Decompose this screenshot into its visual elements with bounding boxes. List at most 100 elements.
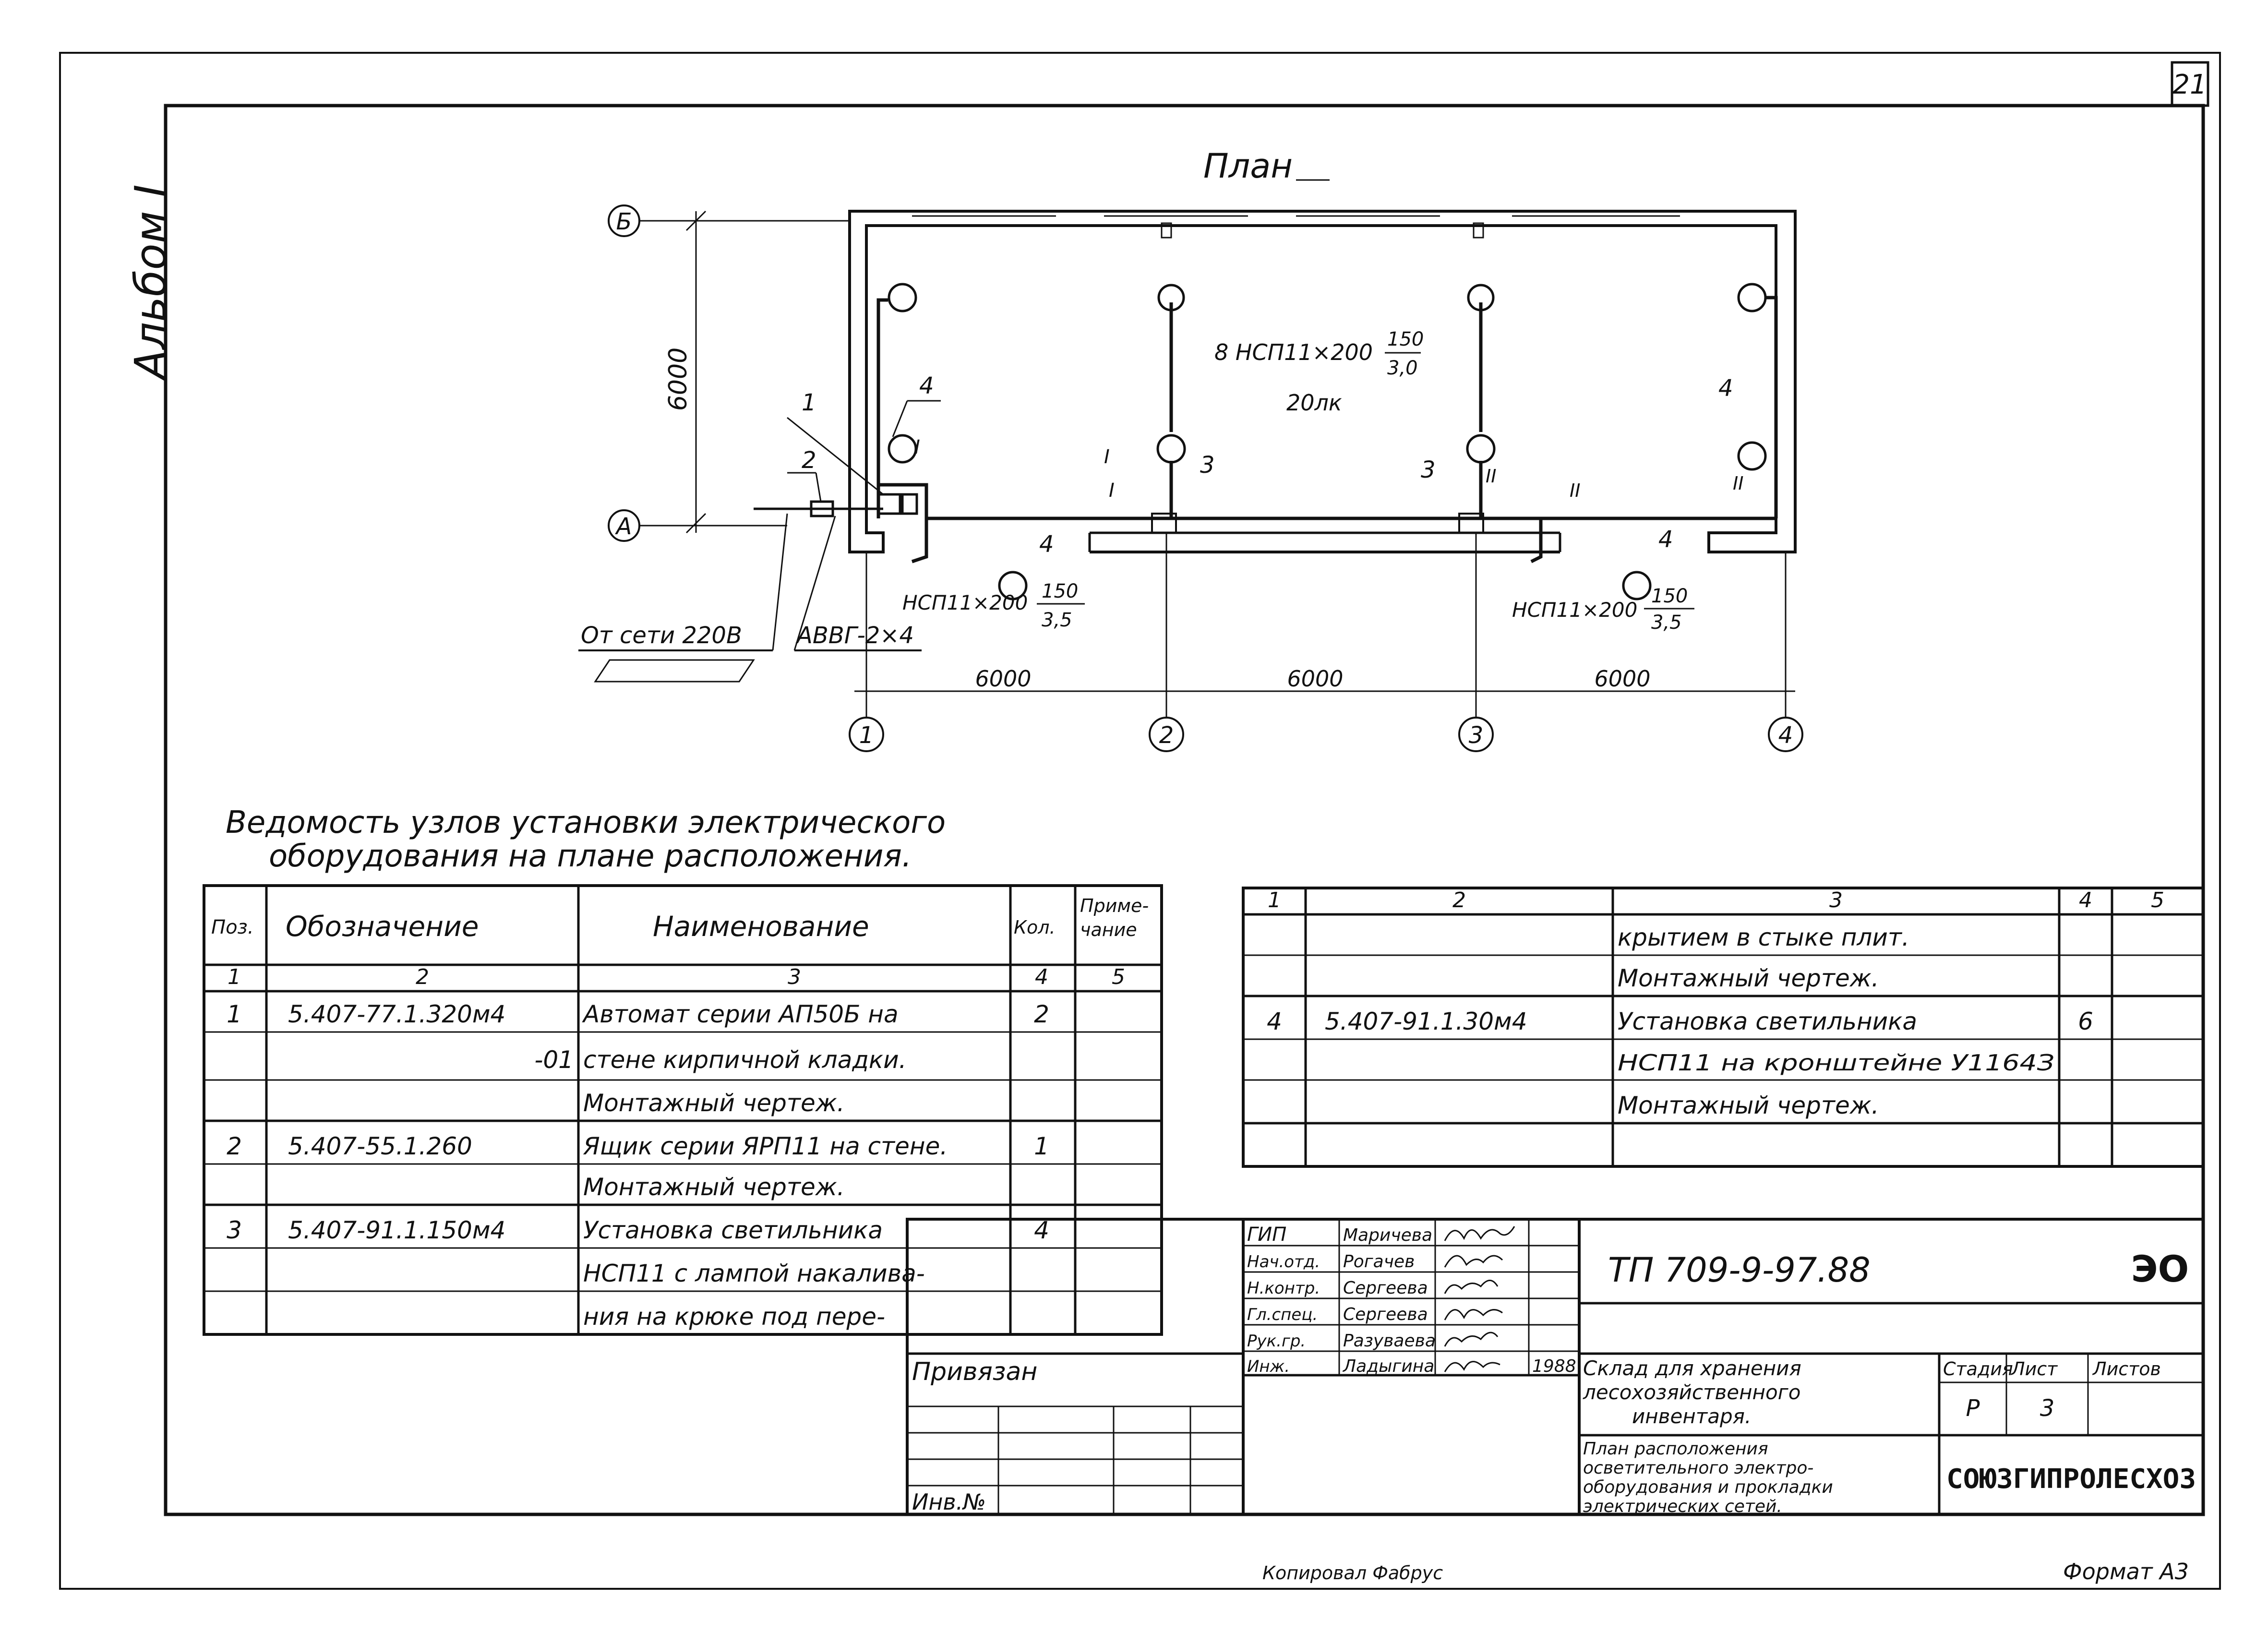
- callout-4-bottom-right: 4: [1658, 526, 1673, 553]
- title-block: Привязан Инв.№ ГИП Нач.отд. Н.контр. Гл.…: [906, 1218, 2205, 1516]
- signature: [1444, 1361, 1500, 1372]
- person-name: Сергеева: [1343, 1305, 1428, 1324]
- table-row-name: ния на крюке под пере-: [583, 1303, 885, 1331]
- wiring: [754, 296, 1778, 564]
- roman-label: II: [1570, 480, 1580, 501]
- fixture-group-label: 8 НСП11×200: [1214, 339, 1373, 365]
- axis-bubble-4: [1768, 717, 1803, 752]
- distribution-box: [810, 500, 834, 517]
- axis-bubble-2: [1149, 717, 1184, 752]
- axis-label-3: 3: [1469, 722, 1484, 749]
- roman-label: II: [1733, 473, 1743, 494]
- cont-col-num-1: 1: [1268, 888, 1281, 912]
- table-row-designation: 5.407-55.1.260: [288, 1132, 472, 1160]
- outer-frame: [59, 52, 2221, 1590]
- col-header-pos: Поз.: [211, 916, 254, 938]
- luminaire: [1157, 284, 1185, 312]
- table-row-name: Монтажный чертеж.: [583, 1089, 845, 1117]
- stage-label: Стадия: [1943, 1358, 2013, 1380]
- roman-label: I: [1109, 480, 1115, 502]
- table-row-designation: 5.407-91.1.30м4: [1325, 1008, 1527, 1035]
- fixture-right-frac-top: 150: [1651, 585, 1688, 607]
- roman-label: I: [914, 436, 920, 458]
- table-row-name: Установка светильника: [1618, 1008, 1917, 1035]
- axis-label-a: А: [615, 513, 632, 540]
- dimension-span-1: 6000: [975, 666, 1031, 692]
- person-name: Сергеева: [1343, 1278, 1428, 1298]
- plan-title: План: [1203, 146, 1293, 186]
- table-row-pos: 3: [227, 1216, 242, 1244]
- role-label: Рук.гр.: [1247, 1332, 1306, 1351]
- fixture-right-frac-bottom: 3,5: [1651, 612, 1682, 634]
- callout-4-right: 4: [1718, 375, 1733, 402]
- axis-bubble-3: [1458, 717, 1494, 752]
- table-row-pos: 4: [1267, 1008, 1282, 1035]
- sheet-title-1: План расположения: [1583, 1439, 1768, 1459]
- cont-col-num-5: 5: [2151, 888, 2164, 912]
- luminaire: [1467, 284, 1495, 312]
- col-header-note-1: Приме-: [1080, 895, 1149, 916]
- cont-col-num-2: 2: [1452, 888, 1466, 912]
- table-row-qty: 4: [1034, 1216, 1049, 1244]
- person-name: Маричева: [1343, 1225, 1432, 1245]
- table-row-name: Монтажный чертеж.: [583, 1173, 845, 1201]
- schedule-table-continued: 1 2 3 4 5 крытием в стыке плит. Монтажны…: [1242, 887, 2205, 1168]
- axis-label-1: 1: [859, 722, 874, 749]
- table-row-designation: 5.407-77.1.320м4: [288, 1000, 505, 1028]
- col-num-2: 2: [416, 965, 429, 989]
- role-label: Инж.: [1247, 1357, 1290, 1376]
- object-name-3: инвентаря.: [1632, 1404, 1751, 1428]
- sheet-number-box: [2171, 61, 2209, 107]
- table-row-pos: 1: [227, 1000, 242, 1028]
- illuminance-label: 20лк: [1286, 390, 1342, 416]
- col-num-3: 3: [788, 965, 801, 989]
- object-name-2: лесохозяйственного: [1583, 1380, 1800, 1404]
- person-name: Рогачев: [1343, 1252, 1415, 1272]
- schedule-table: Поз. Обозначение Наименование Кол. Приме…: [203, 884, 1163, 1336]
- floor-plan: План Б А 6000 6000: [578, 146, 1803, 752]
- role-label: Нач.отд.: [1247, 1252, 1320, 1272]
- luminaire: [1466, 434, 1496, 464]
- axis-label-4: 4: [1778, 722, 1793, 749]
- dimension-span-2: 6000: [1287, 666, 1343, 692]
- person-name: Ладыгина: [1342, 1356, 1434, 1376]
- signature: [1444, 1309, 1503, 1320]
- table-row-designation: 5.407-91.1.150м4: [288, 1216, 505, 1244]
- axis-label-2: 2: [1159, 722, 1174, 749]
- table-row-name: Установка светильника: [583, 1216, 883, 1244]
- signature: [1444, 1280, 1499, 1294]
- person-name: Разуваева: [1343, 1331, 1436, 1351]
- dimension-height: 6000: [664, 348, 693, 411]
- table-row-name: Ящик серии ЯРП11 на стене.: [583, 1132, 948, 1160]
- table-row-qty: 1: [1034, 1132, 1049, 1160]
- table-row-name: крытием в стыке плит.: [1618, 924, 1909, 951]
- callout-4-bottom-left: 4: [1039, 531, 1054, 558]
- table-row-name: НСП11 на кронштейне У1164З: [1618, 1050, 2054, 1076]
- exterior-walls: [848, 210, 1797, 553]
- role-label: Гл.спец.: [1247, 1305, 1318, 1324]
- sheet-title-4: электрических сетей.: [1583, 1497, 1782, 1516]
- format-note: Формат А3: [2063, 1559, 2189, 1584]
- sheet-value: 3: [2040, 1395, 2055, 1422]
- sheet-label: Лист: [2010, 1358, 2058, 1380]
- cont-col-num-3: 3: [1829, 888, 1843, 912]
- dimension-span-3: 6000: [1594, 666, 1650, 692]
- cont-col-num-4: 4: [2079, 888, 2092, 912]
- callout-1: 1: [802, 389, 816, 416]
- luminaires: [888, 283, 1767, 600]
- axis-label-b: Б: [616, 208, 632, 235]
- circuit-breaker: [877, 493, 901, 515]
- luminaire: [998, 571, 1028, 600]
- table-row-pos: 2: [227, 1132, 242, 1160]
- col-num-4: 4: [1035, 965, 1048, 989]
- album-label: Альбом I: [126, 184, 176, 382]
- bound-label: Привязан: [912, 1357, 1037, 1386]
- year: 1988: [1532, 1356, 1576, 1376]
- cable-note: АВВГ-2×4: [795, 622, 914, 649]
- table-row-name: НСП11 с лампой накалива-: [583, 1260, 925, 1287]
- callout-3-left: 3: [1200, 452, 1215, 479]
- role-label: ГИП: [1247, 1224, 1286, 1246]
- object-name-1: Склад для хранения: [1583, 1356, 1801, 1380]
- signature: [1444, 1255, 1503, 1268]
- copied-note: Копировал Фабрус: [1262, 1562, 1443, 1584]
